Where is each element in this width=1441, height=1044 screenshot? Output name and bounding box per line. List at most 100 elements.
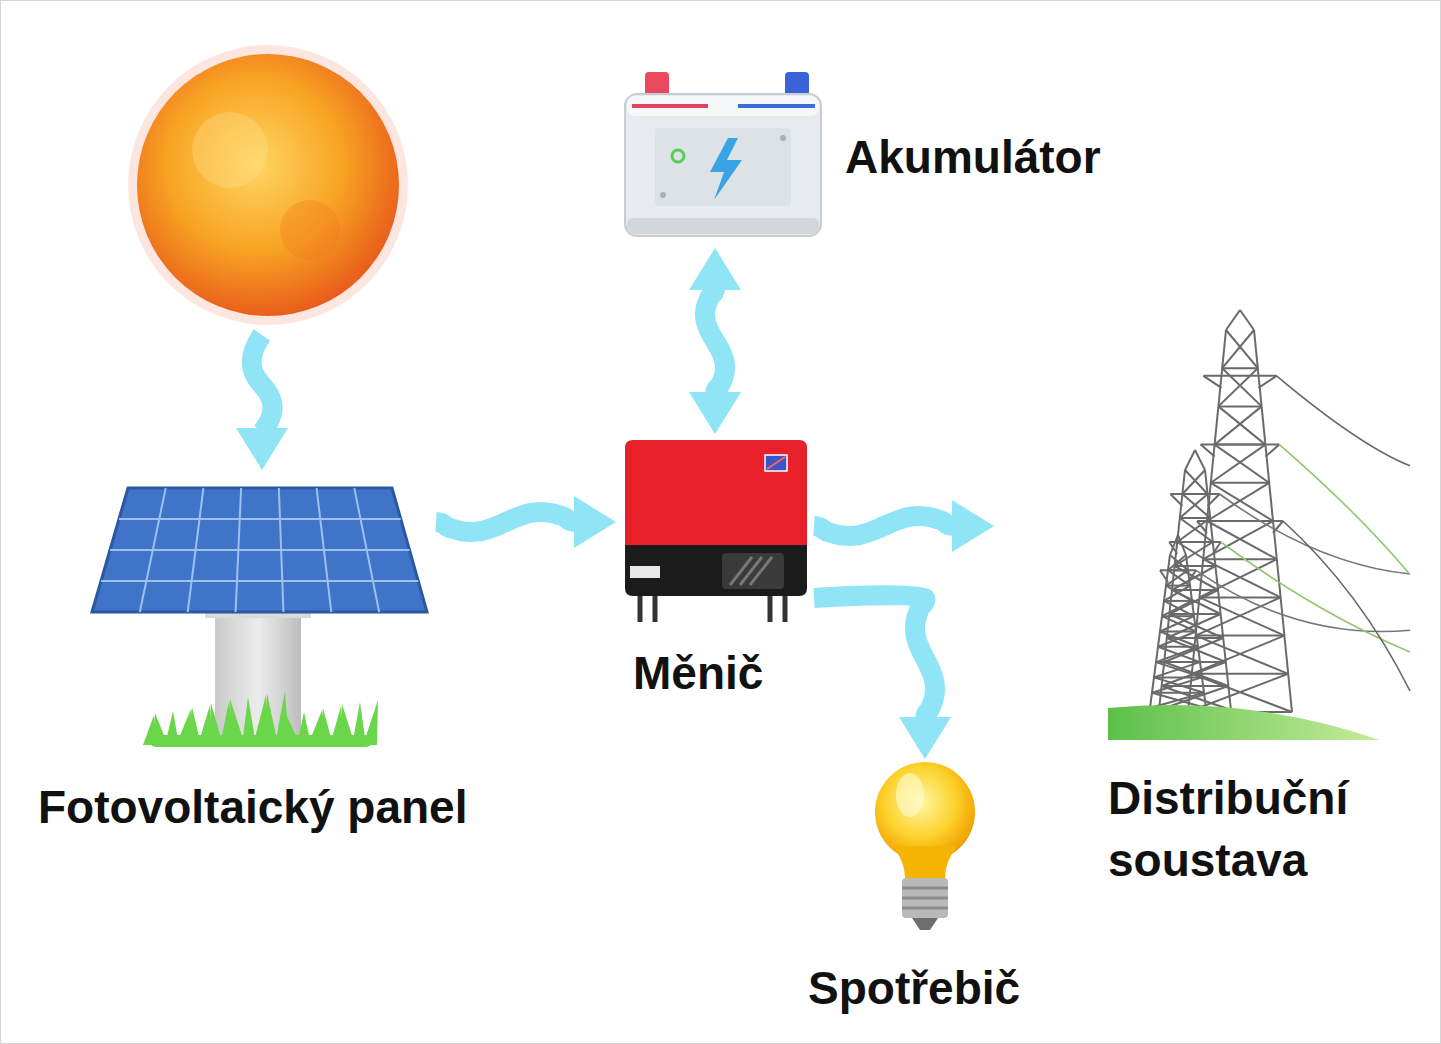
solar-panel-icon (317, 488, 332, 612)
power-line-icon (1182, 470, 1205, 494)
bulb-icon (902, 887, 948, 890)
power-line-icon (1162, 685, 1229, 687)
flow-arrow-body (814, 595, 935, 719)
flow-arrow (436, 496, 616, 548)
solar-panel-icon (143, 691, 378, 747)
power-line-icon (1211, 445, 1266, 483)
power-line-icon (1164, 600, 1192, 602)
power-line-icon (1240, 310, 1254, 330)
solar-panel-icon (92, 488, 427, 747)
arrow-head (689, 392, 741, 434)
power-line-icon (1175, 542, 1213, 566)
power-line-icon (1222, 368, 1261, 406)
battery-icon (645, 72, 669, 96)
solar-panel-icon (92, 488, 427, 612)
flow-arrow-body (705, 288, 725, 394)
bulb-icon (902, 897, 948, 900)
power-line-icon (1169, 541, 1221, 543)
power-line-icon (1196, 636, 1289, 674)
bulb-icon (893, 846, 957, 878)
power-line-icon (1154, 676, 1202, 678)
power-line-icon (1218, 406, 1265, 444)
power-line-icon (1182, 494, 1210, 518)
power-line-icon (1199, 559, 1276, 597)
bulb-icon (902, 878, 948, 918)
battery-icon (627, 218, 819, 234)
power-line-icon (1185, 470, 1208, 494)
power-line-icon (1192, 673, 1288, 675)
flow-arrow-body (436, 512, 576, 532)
power-line-icon (1175, 565, 1216, 567)
power-line-icon (1265, 445, 1279, 457)
battery-icon (785, 72, 809, 96)
power-line-icon (1196, 635, 1285, 637)
power-line-icon (1203, 521, 1273, 559)
solar-panel-icon (150, 735, 372, 747)
power-line-icon (1160, 569, 1196, 571)
power-line-icon (1211, 483, 1273, 521)
battery-icon (660, 192, 666, 198)
power-line-icon (1108, 310, 1410, 740)
sun-arrow (236, 335, 288, 470)
inverter-icon (730, 557, 752, 585)
node-label: Spotřebič (808, 963, 1020, 1014)
power-line-icon (1222, 367, 1258, 369)
power-line-icon (1203, 559, 1280, 597)
power-line-icon (1180, 494, 1208, 518)
power-line-icon (1221, 542, 1410, 652)
sun-icon (137, 54, 399, 316)
sun-icon (280, 200, 340, 260)
power-line-icon (1195, 450, 1205, 470)
solar-panel-icon (101, 488, 418, 612)
arrow-head (574, 496, 616, 548)
node-label: Akumulátor (845, 132, 1101, 183)
inverter-icon (765, 455, 787, 471)
sun-icon (128, 45, 408, 325)
power-line-icon (1215, 406, 1262, 444)
power-line-icon (1218, 405, 1261, 407)
battery-icon (655, 128, 791, 206)
solar-panel-icon (101, 580, 418, 582)
flow-arrow-body (814, 516, 954, 536)
power-line-icon (1167, 614, 1221, 638)
inverter-icon (750, 557, 772, 585)
power-line-icon (1211, 482, 1269, 484)
power-line-icon (1222, 330, 1254, 368)
solar-panel-icon (140, 488, 166, 612)
power-line-icon (1199, 597, 1284, 635)
battery-icon (632, 104, 708, 108)
battery-icon (710, 138, 742, 200)
node-label: Fotovoltaický panel (38, 782, 467, 833)
power-line-icon (1226, 310, 1240, 330)
solar-panel-icon (354, 488, 379, 612)
power-line-icon (1175, 566, 1218, 590)
solar-panel-icon (188, 488, 204, 612)
battery-node: Akumulátor (622, 72, 824, 242)
sun-icon (192, 112, 268, 188)
power-line-icon (1283, 521, 1410, 691)
node-label: Distribuční soustava (1108, 767, 1428, 891)
flow-arrow (689, 248, 741, 434)
power-line-icon (1185, 450, 1195, 470)
arrow-head (899, 717, 951, 759)
power-line-icon (1226, 330, 1258, 368)
bulb-icon (912, 918, 938, 930)
node-label: Měnič (633, 648, 763, 699)
power-line-icon (1207, 483, 1269, 521)
power-line-icon (1160, 570, 1168, 582)
inverter-icon (625, 545, 807, 596)
power-line-icon (1218, 368, 1257, 406)
power-line-icon (1170, 494, 1182, 506)
inverter-icon (625, 440, 807, 622)
power-line-icon (1196, 597, 1281, 635)
power-line-icon (1203, 376, 1221, 388)
sun-arrow (252, 335, 273, 432)
consumer-node: Spotřebič (872, 765, 978, 933)
power-line-icon (1196, 376, 1410, 691)
battery-icon (780, 135, 786, 141)
grid-node: Distribuční soustava (1000, 305, 1410, 745)
panel-node: Fotovoltaický panel (90, 485, 430, 745)
battery-icon (625, 94, 821, 236)
